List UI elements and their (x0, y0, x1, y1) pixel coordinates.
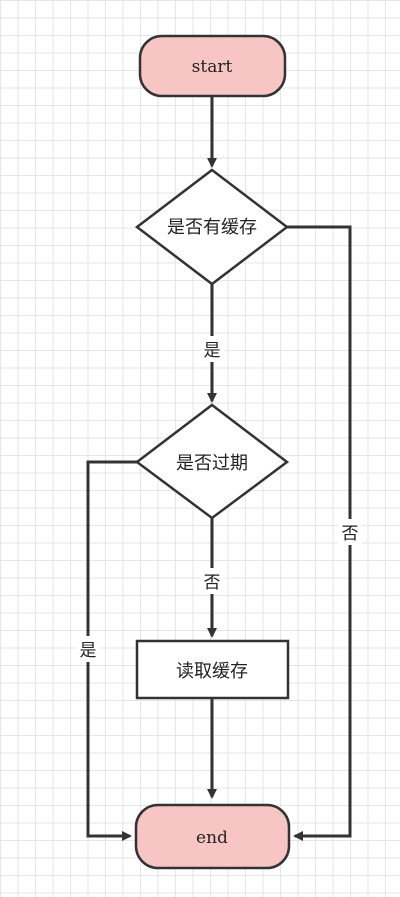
node-end (134, 803, 291, 870)
node-start (138, 34, 287, 98)
node-end-label: end (196, 828, 228, 848)
edge-label-has-cache-no: 否 (342, 524, 359, 544)
node-has-cache (134, 168, 290, 286)
edge-label-has-cache-yes: 是 (204, 341, 221, 361)
node-read-cache-label: 读取缓存 (176, 661, 248, 682)
node-start-label: start (192, 57, 233, 77)
node-read-cache (135, 639, 290, 700)
edge-label-expired-no: 否 (204, 573, 221, 593)
node-expired-label: 是否过期 (176, 453, 248, 474)
node-has-cache-label: 是否有缓存 (167, 217, 257, 238)
edge-label-expired-yes: 是 (80, 641, 97, 661)
node-expired (134, 403, 290, 520)
